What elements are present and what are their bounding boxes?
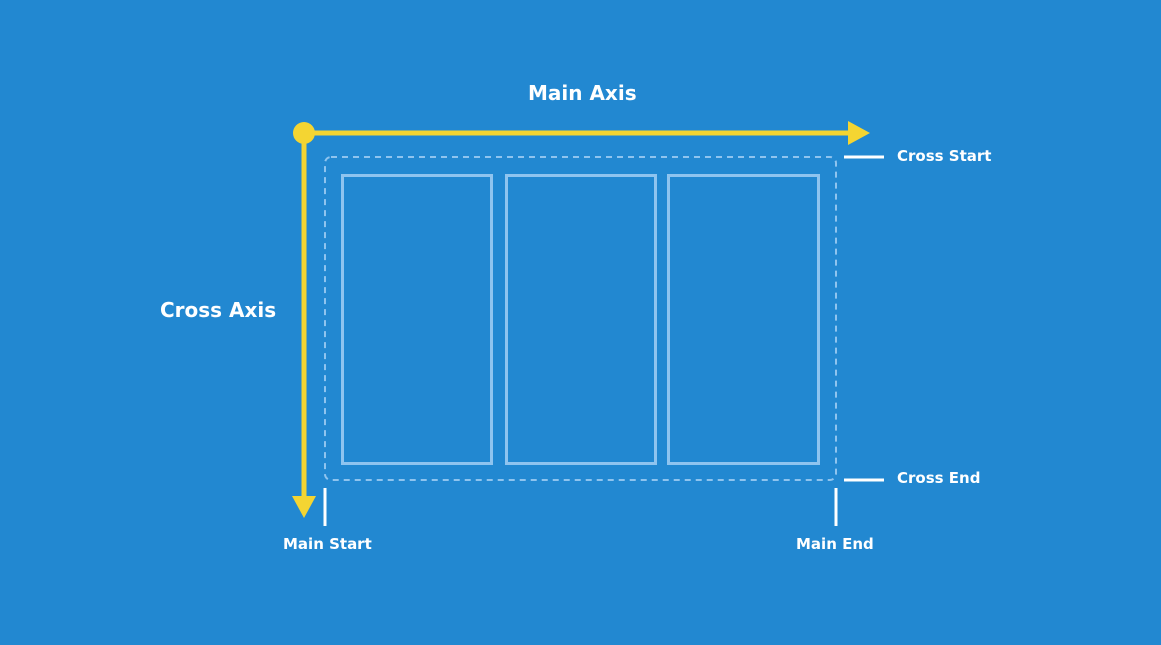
main-end-label: Main End: [796, 535, 874, 553]
cross-end-label: Cross End: [897, 469, 981, 487]
main-axis-label: Main Axis: [528, 81, 637, 105]
flex-item-3: [667, 174, 820, 465]
axis-origin-dot: [293, 122, 315, 144]
flex-item-2: [505, 174, 657, 465]
main-start-label: Main Start: [283, 535, 372, 553]
flex-container-outline: [324, 156, 837, 481]
cross-axis-label: Cross Axis: [160, 298, 277, 322]
flex-item-1: [341, 174, 493, 465]
cross-axis-arrowhead: [292, 496, 316, 518]
cross-start-label: Cross Start: [897, 147, 992, 165]
main-axis-arrowhead: [848, 121, 870, 145]
